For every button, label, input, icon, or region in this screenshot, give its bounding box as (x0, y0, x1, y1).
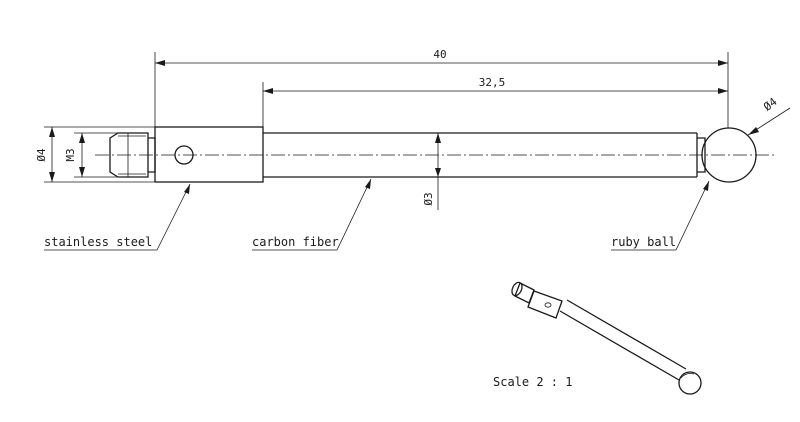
overall-length-label: 40 (433, 48, 446, 61)
body-diameter-label: Ø4 (35, 148, 48, 162)
thread-label: M3 (64, 148, 77, 161)
dim-ball-diameter: Ø4 (747, 95, 791, 136)
cross-hole (174, 145, 194, 165)
label-ruby-ball: ruby ball (611, 235, 676, 249)
shaft-length-label: 32,5 (479, 76, 506, 89)
label-carbon-fiber: carbon fiber (252, 235, 339, 249)
scale-label: Scale 2 : 1 (493, 375, 572, 389)
label-stainless-steel: stainless steel (44, 235, 152, 249)
dim-shaft-diameter: Ø3 (422, 133, 441, 210)
isometric-view (511, 281, 702, 395)
carbon-shaft (263, 132, 706, 178)
dim-thread: M3 (64, 132, 118, 178)
steel-body (154, 126, 264, 183)
leader-carbon-fiber: carbon fiber (252, 178, 372, 251)
dim-overall-length: 40 (154, 48, 729, 128)
shaft-diameter-label: Ø3 (422, 192, 435, 205)
threaded-end (109, 132, 156, 178)
dim-body-diameter: Ø4 (35, 126, 155, 183)
dim-shaft-length: 32,5 (262, 76, 728, 127)
leader-ruby-ball: ruby ball (611, 180, 710, 251)
leader-stainless-steel: stainless steel (44, 183, 191, 251)
ruby-ball (701, 127, 757, 183)
ball-diameter-label: Ø4 (761, 95, 780, 114)
